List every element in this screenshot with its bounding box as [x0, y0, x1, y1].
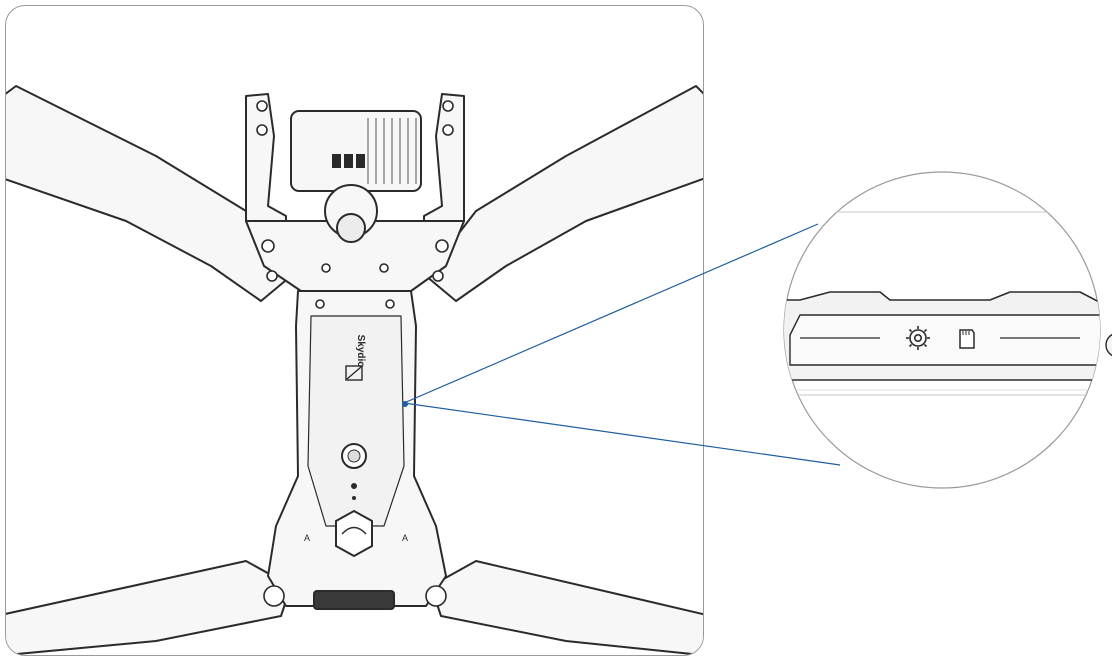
arm-label-right: A: [402, 533, 408, 543]
lower-bumper: [313, 590, 395, 610]
arm-upper-left: [6, 85, 292, 302]
arm-label-left: A: [304, 533, 310, 543]
detail-magnifier: [783, 171, 1112, 489]
arm-upper-right: [425, 85, 703, 302]
battery-latch: [335, 509, 373, 558]
arm-lower-left: [6, 560, 292, 655]
camera-fins: [367, 118, 417, 184]
body-panel: [307, 315, 405, 527]
callout-anchor: [402, 401, 408, 407]
drone-illustration-frame: Skydio A A: [5, 5, 704, 656]
gear-icon: [906, 326, 930, 350]
brand-mark: Skydio: [355, 335, 366, 368]
camera-housing: [290, 110, 422, 192]
microsd-card-icon: [959, 329, 975, 349]
drone-bottom-view: Skydio A A: [6, 85, 703, 655]
logo-plate: [345, 365, 363, 381]
arm-lower-right: [430, 560, 703, 655]
